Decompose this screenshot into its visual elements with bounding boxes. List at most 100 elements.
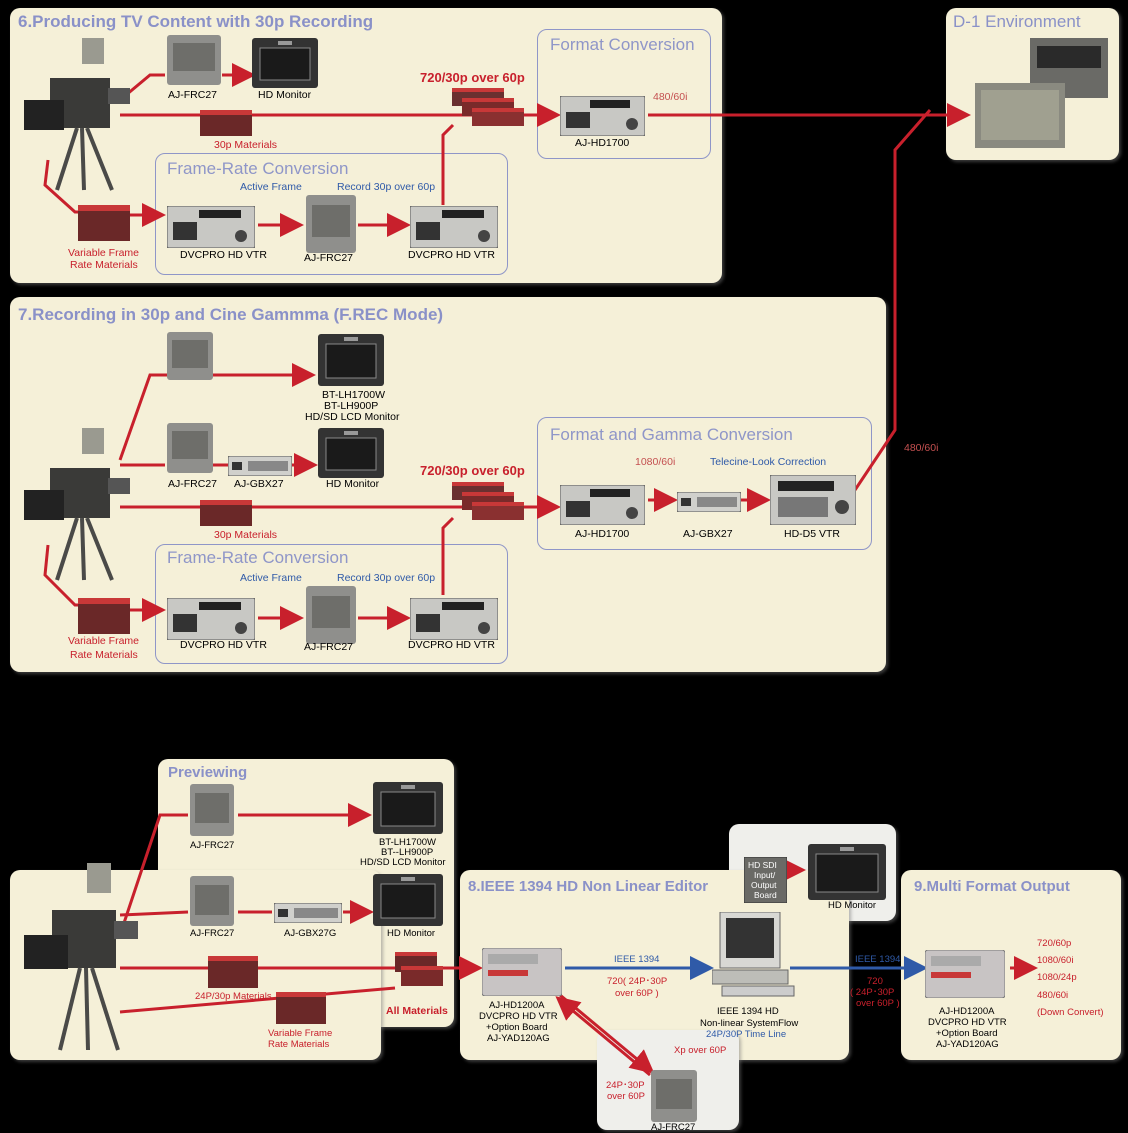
format-gamma-conversion-title: Format and Gamma Conversion [550,425,793,444]
label-dvcpro-2: DVCPRO HD VTR [408,639,495,651]
label-vtr-line2: DVCPRO HD VTR [479,1011,558,1022]
label-hd-monitor: HD Monitor [326,478,380,490]
label-vfr-line1: Variable Frame [68,635,139,647]
box-format-conversion [537,29,711,159]
camera-icon [24,38,130,191]
tape-icon [208,956,258,988]
label-frc27: AJ-FRC27 [168,89,218,101]
label-vtr-line4: AJ-YAD120AG [936,1039,999,1050]
label-hd-monitor: HD Monitor [258,89,312,101]
label-all-materials: All Materials [386,1005,448,1017]
label-lcd-line2: BT--LH900P [381,847,434,858]
section-6-title: 6.Producing TV Content with 30p Recordin… [18,12,374,31]
section-8-title: 8.IEEE 1394 HD Non Linear Editor [468,878,709,895]
label-rate-line2: over 60P ) [615,988,659,999]
label-frc27-2: AJ-FRC27 [190,928,235,939]
label-frc27-mid: AJ-FRC27 [304,641,354,653]
gbx-icon [677,492,741,512]
label-lcd-line2: BT-LH900P [324,400,379,412]
d1-equipment-icon [975,38,1108,148]
label-vfr-line2: Rate Materials [268,1039,330,1050]
label-out-480-60i: 480/60i [1037,990,1069,1001]
label-record-30p: Record 30p over 60p [337,181,436,193]
label-ieee-1394: IEEE 1394 [614,954,660,965]
label-24p-30p-materials: 24P/30p Materials [195,991,272,1002]
label-ieee-1394: IEEE 1394 [855,954,901,965]
label-lcd-line1: BT-LH1700W [322,389,386,401]
sdi-board-label-line1: HD SDI [748,860,777,870]
label-hd-monitor: HD Monitor [828,900,877,911]
hd1200-vtr-icon [925,950,1005,998]
label-hd1700: AJ-HD1700 [575,137,630,149]
gbx-icon [228,456,292,476]
vtr-icon [410,206,498,248]
label-telecine: Telecine-Look Correction [710,456,827,468]
label-dvcpro-1: DVCPRO HD VTR [180,639,267,651]
sdi-board-icon [744,857,787,903]
box-format-gamma-conversion [537,417,872,550]
label-480-60i: 480/60i [653,91,688,103]
label-rate-line1: 720( 24P･30P [607,976,668,987]
label-lcd-line1: BT-LH1700W [379,837,437,848]
label-30p-materials: 30p Materials [214,139,278,151]
label-vtr-line1: AJ-HD1200A [939,1006,995,1017]
frame-rate-conversion-title-7: Frame-Rate Conversion [167,548,349,567]
label-dvcpro-2: DVCPRO HD VTR [408,249,495,261]
label-720-over-60p: 720/30p over 60p [420,70,525,85]
previewing-title: Previewing [168,764,248,781]
label-frc27: AJ-FRC27 [190,840,235,851]
tape-stack-icon [452,88,524,126]
label-hd-monitor: HD Monitor [387,928,436,939]
label-vtr-line2: DVCPRO HD VTR [928,1017,1007,1028]
label-720-over-60p: 720/30p over 60p [420,463,525,478]
label-fr-line2: over 60P [607,1091,646,1102]
frc-icon [167,35,221,85]
label-frc27: AJ-FRC27 [168,478,218,490]
label-vtr-line3: +Option Board [936,1028,998,1039]
label-active-frame: Active Frame [240,181,302,193]
sdi-board-label-line2: Input/ [754,870,776,880]
label-lcd-line3: HD/SD LCD Monitor [360,857,446,868]
label-hdd5: HD-D5 VTR [784,528,841,540]
lcd-monitor-icon [373,782,443,834]
tape-icon [78,205,130,241]
camera-icon [24,863,138,1051]
label-out-1080-60i: 1080/60i [1037,955,1074,966]
label-down-convert: (Down Convert) [1037,1007,1104,1018]
section-7-title: 7.Recording in 30p and Cine Gammma (F.RE… [18,305,444,324]
frc-icon [651,1070,697,1122]
label-pc-line3: 24P/30P Time Line [706,1029,787,1040]
label-frc27-mid: AJ-FRC27 [304,252,354,264]
tape-icon [200,500,252,526]
label-pc-line2: Non-linear SystemFlow [700,1018,799,1029]
label-vtr-line1: AJ-HD1200A [489,1000,545,1011]
label-r-line1: 720 [867,976,883,987]
vtr-icon [560,485,645,525]
frc-icon [306,195,356,253]
hd-monitor-icon [808,844,886,900]
frame-rate-conversion-title-6: Frame-Rate Conversion [167,159,349,178]
label-gbx27-2: AJ-GBX27 [683,528,733,540]
label-1080-60i: 1080/60i [635,456,676,468]
label-vfr-line2: Rate Materials [70,259,138,271]
frc-icon [190,784,234,836]
label-gbx27: AJ-GBX27 [234,478,284,490]
tape-icon [200,110,252,136]
vtr-icon [167,598,255,640]
frc-icon [167,423,213,473]
d1-title: D-1 Environment [953,12,1081,31]
section-9-title: 9.Multi Format Output [914,878,1070,895]
pc-workstation-icon [712,912,795,997]
label-r-line3: over 60P ) [856,998,900,1009]
label-active-frame: Active Frame [240,572,302,584]
label-vfr-line1: Variable Frame [268,1028,333,1039]
camera-icon [24,428,130,581]
sdi-board-label-line3: Output [751,880,777,890]
label-vtr-line4: AJ-YAD120AG [487,1033,550,1044]
label-record-30p: Record 30p over 60p [337,572,436,584]
label-480-60i: 480/60i [904,442,939,454]
lcd-monitor-icon [318,334,384,386]
label-fr-line1: 24P･30P [606,1080,645,1091]
label-30p-materials: 30p Materials [214,529,278,541]
